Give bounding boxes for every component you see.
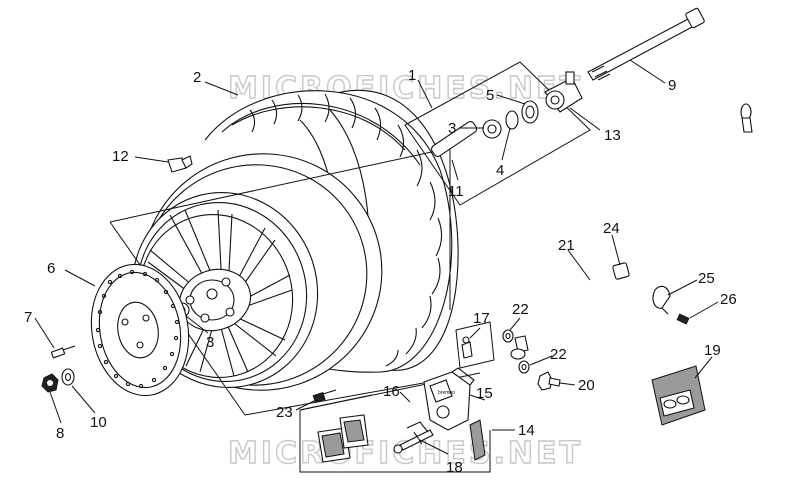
circlip [505, 110, 519, 130]
callout-8: 8 [56, 425, 64, 442]
disc-screw [50, 345, 76, 359]
callout-17: 17 [473, 310, 490, 327]
svg-text:brembo: brembo [438, 390, 455, 396]
callout-2: 2 [193, 69, 201, 86]
callout-19: 19 [704, 342, 721, 359]
brake-caliper: brembo [423, 367, 475, 431]
callout-22-upper: 22 [512, 301, 529, 318]
wheel-bearing-upper [482, 119, 502, 139]
washer [61, 368, 75, 386]
clip-screw [676, 313, 690, 325]
callout-12: 12 [112, 148, 129, 165]
pad-shim [469, 419, 486, 461]
callout-11: 11 [448, 183, 464, 200]
brake-pads [317, 414, 369, 463]
callout-16: 16 [383, 383, 400, 400]
hose-clip [652, 285, 671, 315]
callout-7: 7 [24, 309, 32, 326]
caliper-bolt-23 [312, 389, 337, 403]
copper-washer-lower [518, 360, 530, 374]
callout-22-lower: 22 [550, 346, 567, 363]
callout-13: 13 [604, 127, 621, 144]
pad-kit-bag [651, 365, 706, 426]
spindle-nut [41, 373, 59, 393]
spacer-tube [431, 121, 478, 157]
callout-4: 4 [496, 162, 504, 179]
watermark-bottom: MICROFICHES.NET [228, 436, 583, 471]
wheel-rim [131, 153, 383, 391]
callout-15: 15 [476, 385, 493, 402]
callout-9: 9 [668, 77, 676, 94]
callout-3-lower: 3 [206, 334, 214, 351]
callout-25: 25 [698, 270, 715, 287]
callout-14: 14 [518, 422, 535, 439]
callout-3-upper: 3 [448, 120, 456, 137]
spindle-assembly [404, 61, 591, 206]
hose-grommet [612, 262, 630, 280]
callout-20: 20 [578, 377, 595, 394]
callout-numbers: 1 2 3 3 4 5 6 7 8 9 10 11 12 13 14 15 16… [24, 67, 737, 476]
pad-retaining-pin [393, 421, 434, 454]
callout-23: 23 [276, 404, 293, 421]
callout-26: 26 [720, 291, 737, 308]
disc-holes [95, 269, 180, 389]
speedometer-drive [544, 71, 583, 113]
banjo-bolt [537, 371, 561, 391]
callout-10: 10 [90, 414, 107, 431]
callout-5: 5 [486, 87, 494, 104]
callout-6: 6 [47, 260, 55, 277]
oil-seal [521, 100, 539, 124]
callout-24: 24 [603, 220, 620, 237]
bleed-valve [455, 321, 495, 369]
copper-washer-upper [502, 329, 514, 343]
callout-18: 18 [446, 459, 463, 476]
wheel-spindle [587, 7, 705, 81]
brake-disc [90, 263, 190, 397]
callout-21: 21 [558, 237, 575, 254]
leader-lines [34, 59, 719, 455]
brake-hose [510, 103, 757, 360]
callout-1: 1 [408, 67, 416, 84]
valve-stem [167, 155, 193, 173]
